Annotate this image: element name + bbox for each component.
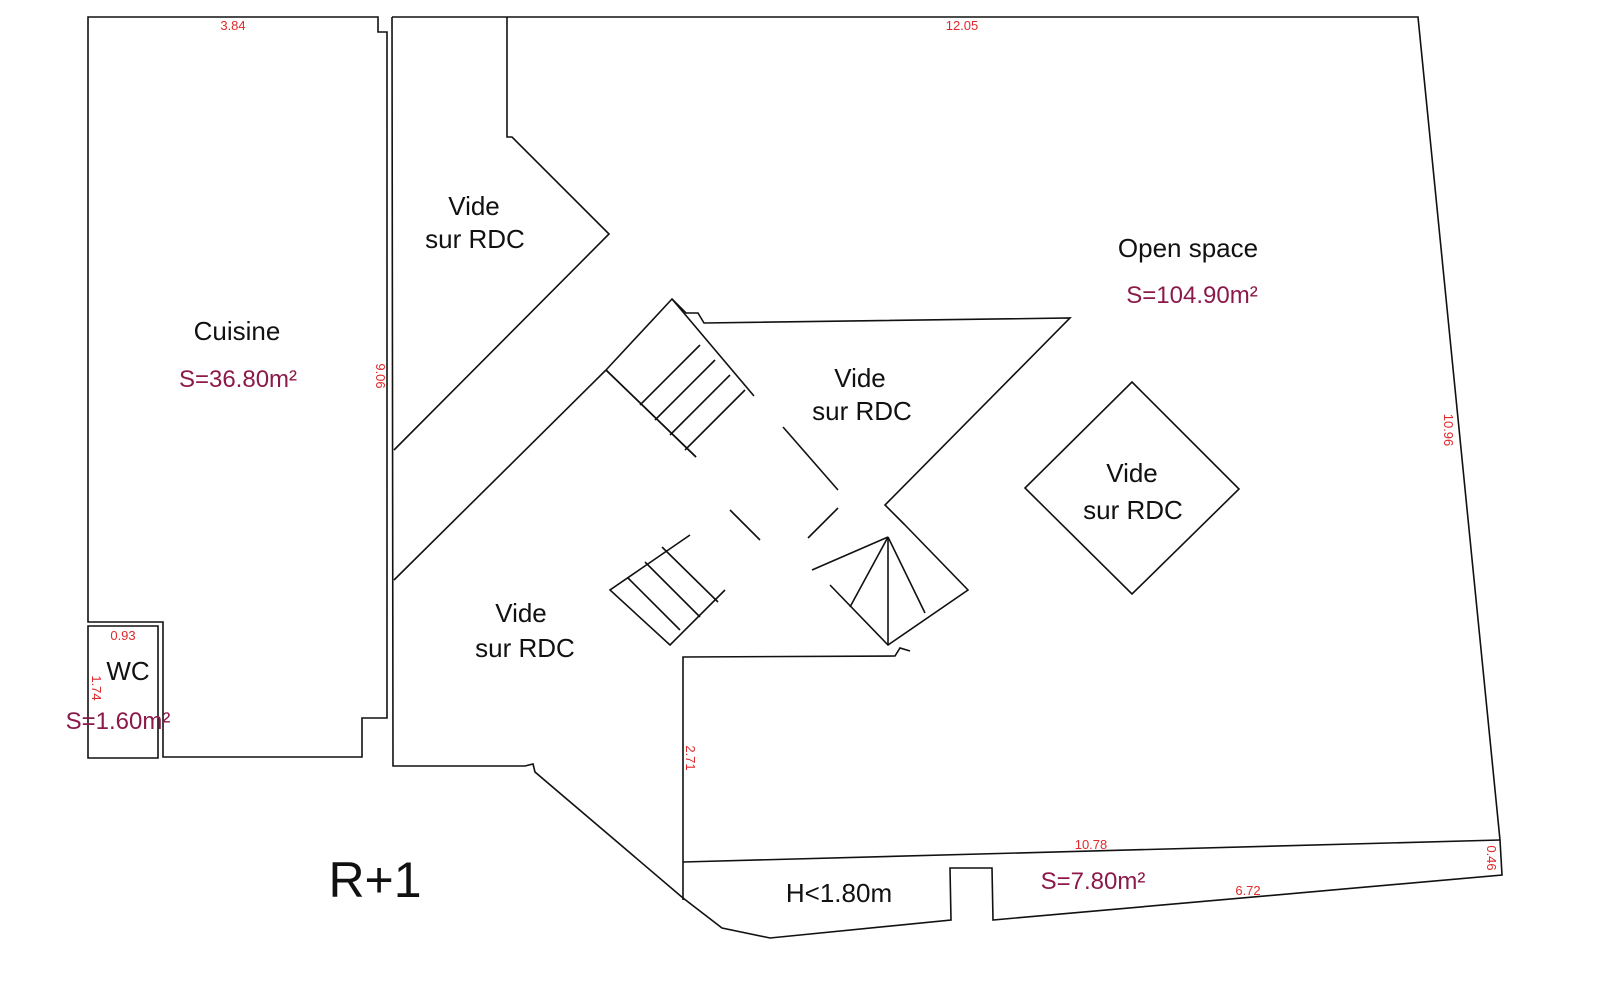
open-space-label: Open space	[1118, 233, 1258, 263]
stair-rail	[782, 426, 839, 491]
wc-outline	[87, 625, 159, 759]
dim-strip-top: 10.78	[1075, 837, 1108, 852]
dim-wc-left: 1.74	[89, 675, 104, 700]
strip-divider	[682, 839, 1501, 863]
vide-bottom-line2: sur RDC	[475, 633, 575, 663]
wc-area: S=1.60m²	[66, 708, 171, 735]
vide-bottom-line1: Vide	[495, 598, 547, 628]
stair-tread	[654, 359, 716, 421]
stair-tread	[639, 344, 701, 406]
dim-inner-wall: 2.71	[683, 745, 698, 770]
stair-tread	[849, 536, 889, 608]
dim-open-right: 10.96	[1441, 414, 1456, 447]
stair-tread	[887, 536, 926, 614]
vide-right-outline	[1023, 380, 1241, 596]
open-space-outline	[391, 16, 1503, 939]
stair-bottom	[608, 534, 726, 647]
vide-center-line1: Vide	[834, 363, 886, 393]
open-space-area: S=104.90m²	[1126, 282, 1257, 309]
vide-top-line1: Vide	[448, 191, 500, 221]
walls	[87, 16, 1503, 939]
dim-strip-end: 0.46	[1484, 845, 1499, 870]
dim-open-top: 12.05	[946, 18, 979, 33]
stair-top-edge2	[671, 298, 755, 397]
low-zone-label: H<1.80m	[786, 878, 892, 908]
stair-tread	[661, 546, 719, 603]
cuisine-area: S=36.80m²	[179, 366, 297, 393]
stair-tread	[684, 389, 746, 451]
vide-center-line2: sur RDC	[812, 396, 912, 426]
dim-wc-top: 0.93	[110, 628, 135, 643]
vide-right-line2: sur RDC	[1083, 495, 1183, 525]
dim-cuisine-right: 9.06	[373, 363, 388, 388]
stair-tread	[669, 374, 731, 436]
vide-top-outline	[393, 17, 611, 451]
dim-strip-bottom: 6.72	[1235, 883, 1260, 898]
stair-tread	[811, 536, 889, 571]
vide-bottom-edge	[393, 369, 607, 581]
stair-winder	[829, 524, 970, 647]
dim-cuisine-top: 3.84	[220, 18, 245, 33]
wc-label: WC	[106, 656, 149, 686]
inner-wall	[682, 647, 911, 900]
vide-right-line1: Vide	[1106, 458, 1158, 488]
low-zone-area: S=7.80m²	[1041, 868, 1146, 895]
stair-top-edge	[605, 369, 697, 458]
vide-top-line2: sur RDC	[425, 224, 525, 254]
cuisine-outline	[87, 16, 388, 758]
stair-tread	[627, 577, 681, 631]
stair-tread	[644, 561, 701, 618]
cuisine-label: Cuisine	[194, 316, 281, 346]
stairs	[605, 298, 970, 647]
stair-rail	[807, 507, 839, 539]
plan-title: R+1	[328, 852, 421, 908]
stair-rail	[729, 509, 761, 541]
